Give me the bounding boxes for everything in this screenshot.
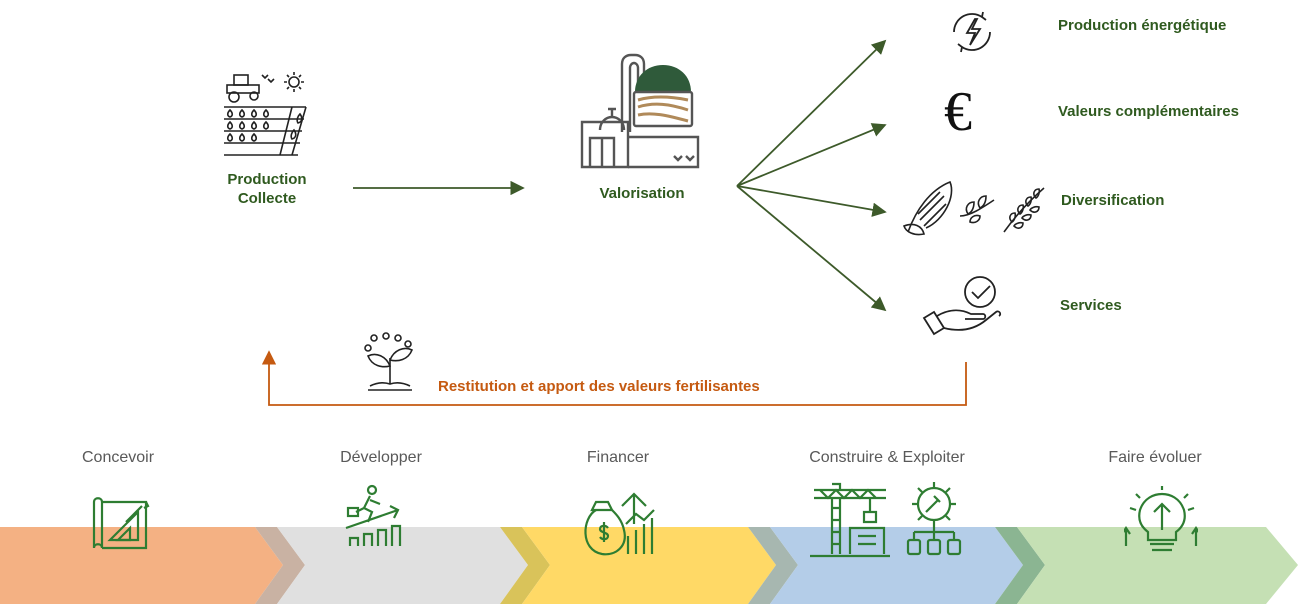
biogas-plant-icon (580, 53, 700, 169)
phase-band-developper (277, 527, 528, 604)
phase-label-concevoir: Concevoir (81, 449, 155, 466)
phase-band-financer (522, 527, 776, 604)
plant-seeds-icon (364, 332, 414, 391)
valorisation-label: Valorisation (599, 185, 685, 202)
growth-climber-icon (345, 484, 402, 546)
output-label-diversification: Diversification (1061, 192, 1165, 209)
money-bag-growth-icon (584, 492, 655, 556)
phase-chevron-financer (748, 527, 798, 604)
phase-chevron-developper (500, 527, 550, 604)
feedback-label: Restitution et apport des valeurs fertil… (438, 378, 760, 395)
arrow-to-valeurs-complementaires (736, 123, 887, 187)
production-collecte-label: Production Collecte (212, 170, 322, 208)
lightbulb-icon (1124, 486, 1198, 552)
arrow-to-services (736, 185, 887, 312)
blueprint-icon (92, 497, 150, 550)
phase-band-concevoir (0, 527, 283, 604)
arrow-to-production-energetique (736, 39, 887, 187)
corn-plants-icon (903, 180, 1045, 236)
euro-icon: € (944, 81, 972, 143)
hand-checkmark-icon (922, 276, 1002, 336)
crane-gear-icon (810, 482, 962, 558)
phase-chevron-construire (995, 527, 1045, 604)
phase-label-faire-evoluer: Faire évoluer (1108, 449, 1202, 466)
feedback-arrow (261, 350, 967, 406)
energy-cycle-icon (953, 11, 991, 53)
tractor-field-icon (224, 72, 307, 156)
production-label: Production (227, 171, 307, 188)
phase-band-faire-evoluer (1017, 527, 1298, 604)
output-label-production-energetique: Production énergétique (1058, 17, 1227, 34)
phase-label-construire-exploiter: Construire & Exploiter (809, 449, 965, 466)
phase-label-financer: Financer (586, 449, 650, 466)
output-label-valeurs-complementaires: Valeurs complémentaires (1058, 103, 1239, 120)
phase-label-developper: Développer (340, 449, 422, 466)
phase-chevron-concevoir (255, 527, 305, 604)
collecte-label: Collecte (237, 190, 297, 207)
output-label-services: Services (1060, 297, 1122, 314)
arrow-to-diversification (736, 185, 887, 217)
